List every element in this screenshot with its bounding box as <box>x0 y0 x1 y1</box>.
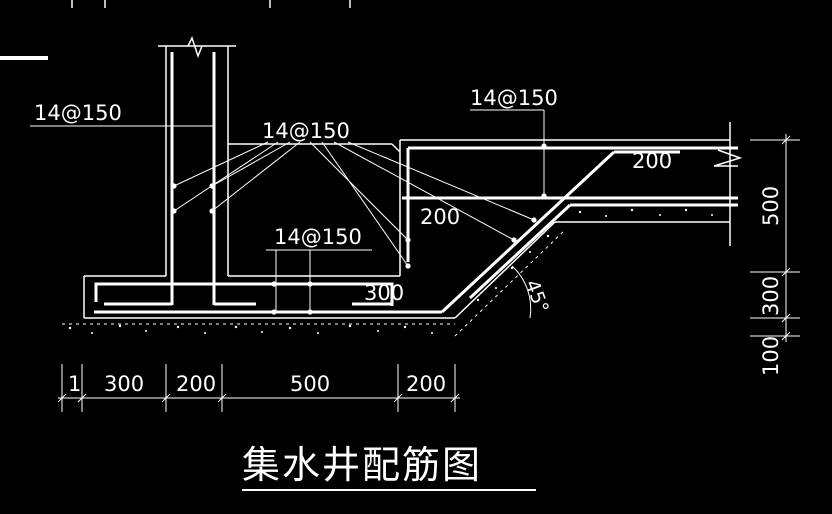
bottom-dimensions <box>57 364 460 412</box>
bottom-dim-2: 300 <box>104 372 144 396</box>
right-dim-2: 300 <box>759 276 783 316</box>
bottom-dim-1: 1 <box>68 372 81 396</box>
top-slab-thickness-label: 200 <box>632 149 672 173</box>
slope-rebar-label: 14@150 <box>262 119 350 143</box>
ground-hatch <box>68 208 713 334</box>
right-dimensions <box>750 134 800 342</box>
ground-line-slope <box>454 229 566 337</box>
bottom-dim-5: 200 <box>406 372 446 396</box>
drawing-title: 集水井配筋图 <box>242 443 482 487</box>
leader-lines <box>30 109 545 312</box>
rebar <box>94 52 738 314</box>
pit-depth-label: 300 <box>364 281 404 305</box>
top-slab-rebar-label: 14@150 <box>470 86 558 110</box>
right-dim-3: 100 <box>759 336 783 376</box>
pit-bottom-rebar-label: 14@150 <box>274 225 362 249</box>
bottom-dim-4: 500 <box>290 372 330 396</box>
bottom-dim-3: 200 <box>176 372 216 396</box>
angle-arc <box>511 265 532 319</box>
wall-rebar-label: 14@150 <box>34 101 122 125</box>
angle-label: 45° <box>521 277 553 316</box>
concrete-outline <box>83 36 731 319</box>
break-symbol <box>713 149 743 167</box>
right-dim-1: 500 <box>759 186 783 226</box>
slope-thickness-label: 200 <box>420 205 460 229</box>
top-edge-stubs <box>71 0 351 8</box>
